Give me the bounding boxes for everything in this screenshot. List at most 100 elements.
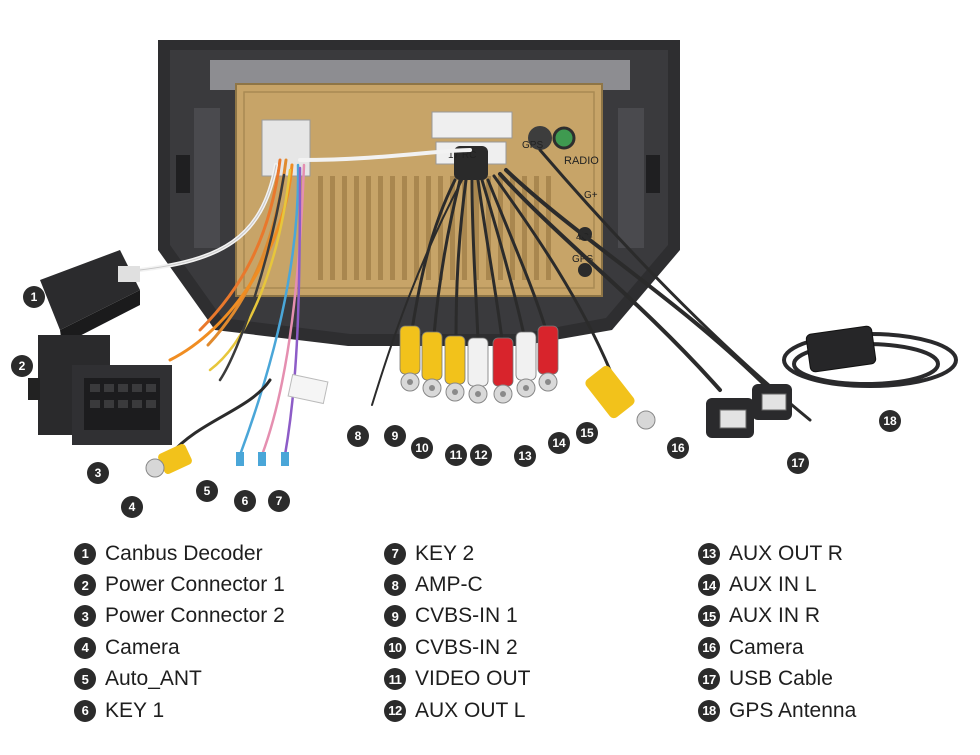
vent-slot (462, 176, 467, 280)
legend-item: 11 VIDEO OUT (384, 664, 531, 695)
legend-label: AUX IN R (729, 604, 821, 628)
legend-item: 3 Power Connector 2 (74, 601, 285, 632)
legend-badge: 13 (698, 542, 720, 565)
radio-port-label: RADIO (564, 155, 599, 167)
vent-slot (534, 176, 539, 280)
legend-badge: 16 (698, 636, 720, 659)
chassis-vent-slots (318, 176, 551, 280)
wire-bundles (138, 148, 812, 457)
camera-rca-plug-left (145, 444, 192, 478)
vent-slot (498, 176, 503, 280)
rear-connector-block (261, 111, 592, 277)
legend-label: KEY 1 (105, 698, 165, 722)
vent-slot (438, 176, 443, 280)
legend-label: Auto_ANT (105, 667, 202, 691)
g-plus-port-label: G+ (584, 190, 598, 201)
legend-label: Camera (729, 635, 804, 659)
gps-port-label: GPS (522, 140, 543, 151)
legend-badge: 3 (74, 605, 96, 628)
legend-label: CVBS-IN 1 (415, 604, 518, 628)
legend-badge: 9 (384, 605, 406, 628)
legend-badge: 8 (384, 574, 406, 597)
legend-label: Camera (105, 635, 180, 659)
vent-slot (510, 176, 515, 280)
callout-5: 5 (204, 484, 211, 498)
legend-item: 4 Camera (74, 632, 285, 663)
vent-slot (426, 176, 431, 280)
legend-item: 10 CVBS-IN 2 (384, 632, 531, 663)
power-connector-2 (72, 365, 172, 445)
legend-badge: 7 (384, 542, 406, 565)
legend-item: 2 Power Connector 1 (74, 569, 285, 600)
legend-badge: 4 (74, 636, 96, 659)
legend-label: AUX OUT L (415, 698, 526, 722)
legend-item: 8 AMP-C (384, 569, 531, 600)
callout-4: 4 (129, 500, 136, 514)
callout-9: 9 (392, 429, 399, 443)
vent-slot (414, 176, 419, 280)
legend-column-2: 7 KEY 2 8 AMP-C 9 CVBS-IN 1 10 CVBS-IN 2 11 V… (384, 538, 531, 726)
legend-item: 13 AUX OUT R (698, 538, 856, 569)
head-unit-wiring-diagram: GPS RADIO G+ 4G- GPS 17 RC (11, 40, 958, 518)
vent-slot (378, 176, 383, 280)
legend-label: CVBS-IN 2 (415, 635, 518, 659)
key-wire-tips (236, 373, 329, 466)
callout-16: 16 (671, 441, 685, 455)
legend-badge: 15 (698, 605, 720, 628)
vent-slot (366, 176, 371, 280)
vent-slot (342, 176, 347, 280)
callout-8: 8 (355, 429, 362, 443)
callout-3: 3 (95, 466, 102, 480)
callout-11: 11 (450, 448, 463, 462)
rca-harness-tag: 17 RC (448, 150, 476, 161)
rca-plug (537, 325, 559, 392)
legend-label: KEY 2 (415, 541, 475, 565)
legend-badge: 12 (384, 699, 406, 722)
vent-slot (330, 176, 335, 280)
rca-plug-row (399, 325, 559, 404)
legend-item: 9 CVBS-IN 1 (384, 601, 531, 632)
legend-item: 12 AUX OUT L (384, 695, 531, 726)
callout-18: 18 (883, 414, 897, 428)
gps-port-label-2: GPS (572, 254, 593, 265)
legend-badge: 6 (74, 699, 96, 722)
vent-slot (402, 176, 407, 280)
callout-17: 17 (791, 456, 805, 470)
callout-6: 6 (242, 494, 249, 508)
vent-slot (450, 176, 455, 280)
legend-badge: 18 (698, 699, 720, 722)
callout-15: 15 (580, 426, 594, 440)
callout-13: 13 (518, 449, 532, 463)
legend-item: 18 GPS Antenna (698, 695, 856, 726)
legend-badge: 1 (74, 542, 96, 565)
legend-label: Power Connector 1 (105, 573, 285, 597)
callout-1: 1 (31, 290, 38, 304)
vent-slot (486, 176, 491, 280)
legend-badge: 10 (384, 636, 406, 659)
legend-label: AUX OUT R (729, 541, 843, 565)
legend-item: 15 AUX IN R (698, 601, 856, 632)
legend-badge: 11 (384, 668, 406, 691)
callout-14: 14 (552, 436, 566, 450)
vent-slot (390, 176, 395, 280)
canbus-decoder-box (40, 250, 140, 345)
legend-label: GPS Antenna (729, 698, 857, 722)
legend-badge: 2 (74, 574, 96, 597)
legend-label: Power Connector 2 (105, 604, 285, 628)
legend-label: AMP-C (415, 573, 483, 597)
rca-plug (421, 331, 443, 398)
vent-slot (546, 176, 551, 280)
legend-item: 7 KEY 2 (384, 538, 531, 569)
legend-label: VIDEO OUT (415, 667, 531, 691)
callout-10: 10 (415, 441, 429, 455)
camera-rca-plug-right (585, 365, 656, 430)
rca-plug (492, 337, 514, 404)
rca-plug (515, 331, 537, 398)
legend-badge: 14 (698, 574, 720, 597)
legend-item: 16 Camera (698, 632, 856, 663)
